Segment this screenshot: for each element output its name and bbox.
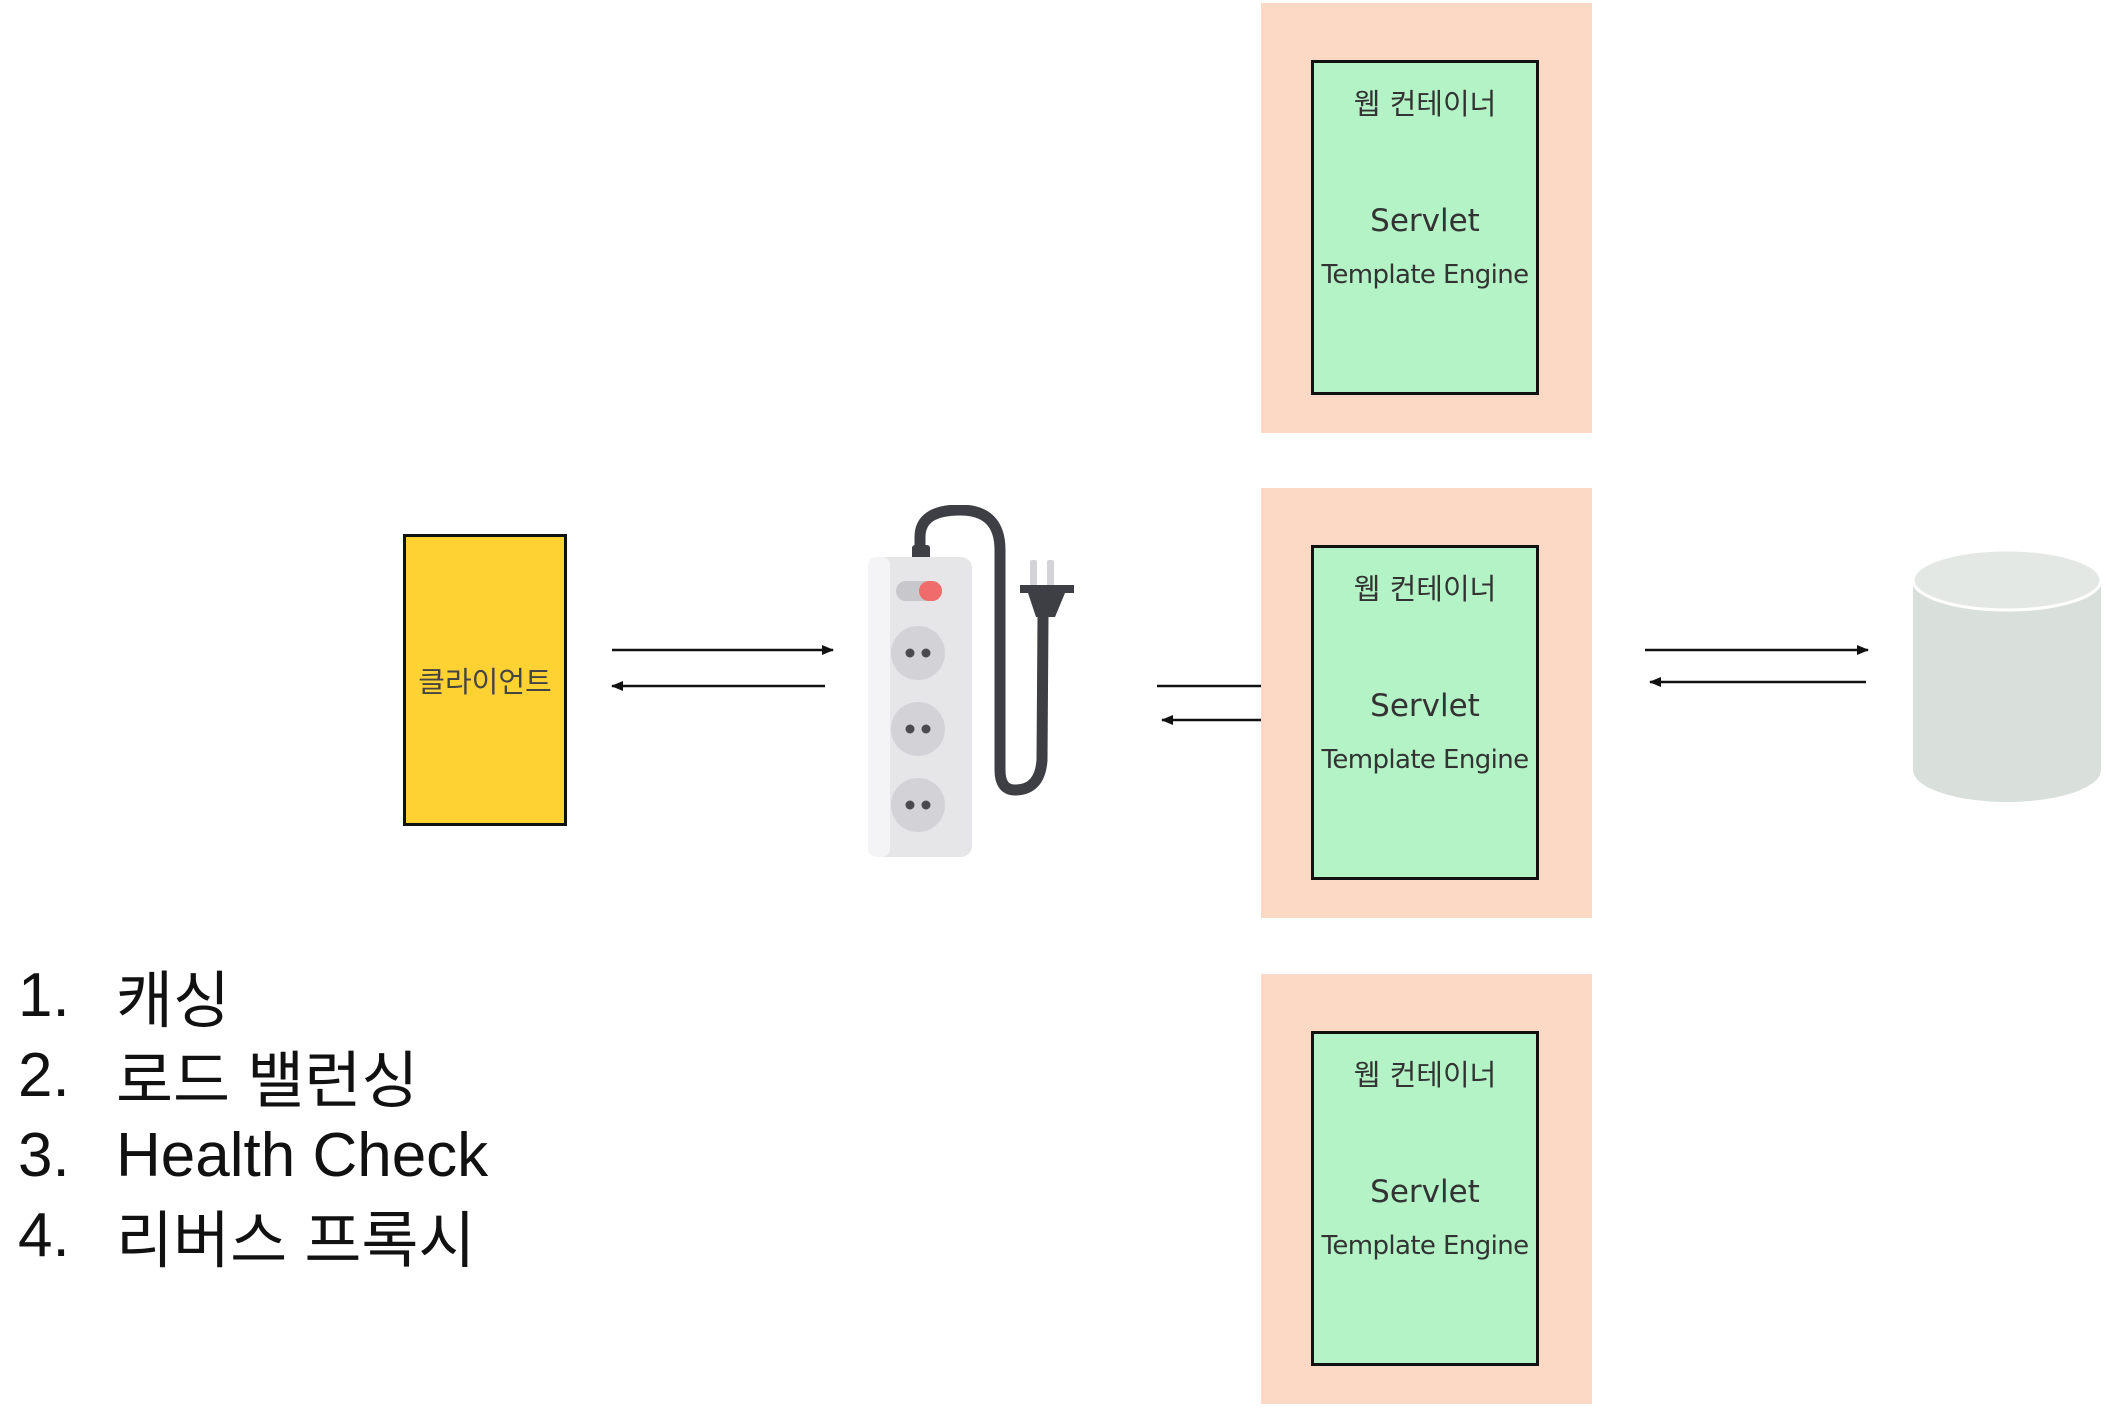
template-engine-label: Template Engine [1321,745,1529,775]
template-engine-label: Template Engine [1321,1231,1529,1261]
database-cylinder-icon [1911,548,2103,802]
list-number: 1. [18,960,70,1030]
template-engine-label: Template Engine [1321,260,1529,290]
list-number: 2. [18,1040,70,1110]
power-strip-icon [868,505,1074,857]
web-container-title: 웹 컨테이너 [1353,1058,1497,1092]
servlet-label: Servlet [1370,1174,1480,1210]
web-container-title: 웹 컨테이너 [1353,572,1497,606]
servlet-label: Servlet [1370,688,1480,724]
web-container-2: 웹 컨테이너 Servlet Template Engine [1311,545,1539,880]
servlet-label: Servlet [1370,203,1480,239]
list-item: 1. 캐싱 [18,955,488,1037]
list-item: 2. 로드 밸런싱 [18,1035,488,1117]
web-container-1: 웹 컨테이너 Servlet Template Engine [1311,60,1539,395]
client-label: 클라이언트 [418,665,552,699]
list-item: 3. Health Check [18,1115,488,1195]
container-block-3: 웹 컨테이너 Servlet Template Engine [1261,974,1592,1404]
container-block-2: 웹 컨테이너 Servlet Template Engine [1261,488,1592,918]
container-block-1: 웹 컨테이너 Servlet Template Engine [1261,3,1592,433]
list-text: 로드 밸런싱 [116,1047,419,1116]
client-box: 클라이언트 [403,534,567,826]
list-text: Health Check [116,1120,489,1190]
list-number: 4. [18,1200,70,1270]
list-text: 캐싱 [116,967,231,1036]
list-number: 3. [18,1120,70,1190]
web-container-3: 웹 컨테이너 Servlet Template Engine [1311,1031,1539,1366]
list-item: 4. 리버스 프록시 [18,1195,488,1277]
list-text: 리버스 프록시 [116,1207,476,1276]
feature-list: 1. 캐싱 2. 로드 밸런싱 3. Health Check 4. 리버스 프… [18,955,488,1277]
web-container-title: 웹 컨테이너 [1353,87,1497,121]
